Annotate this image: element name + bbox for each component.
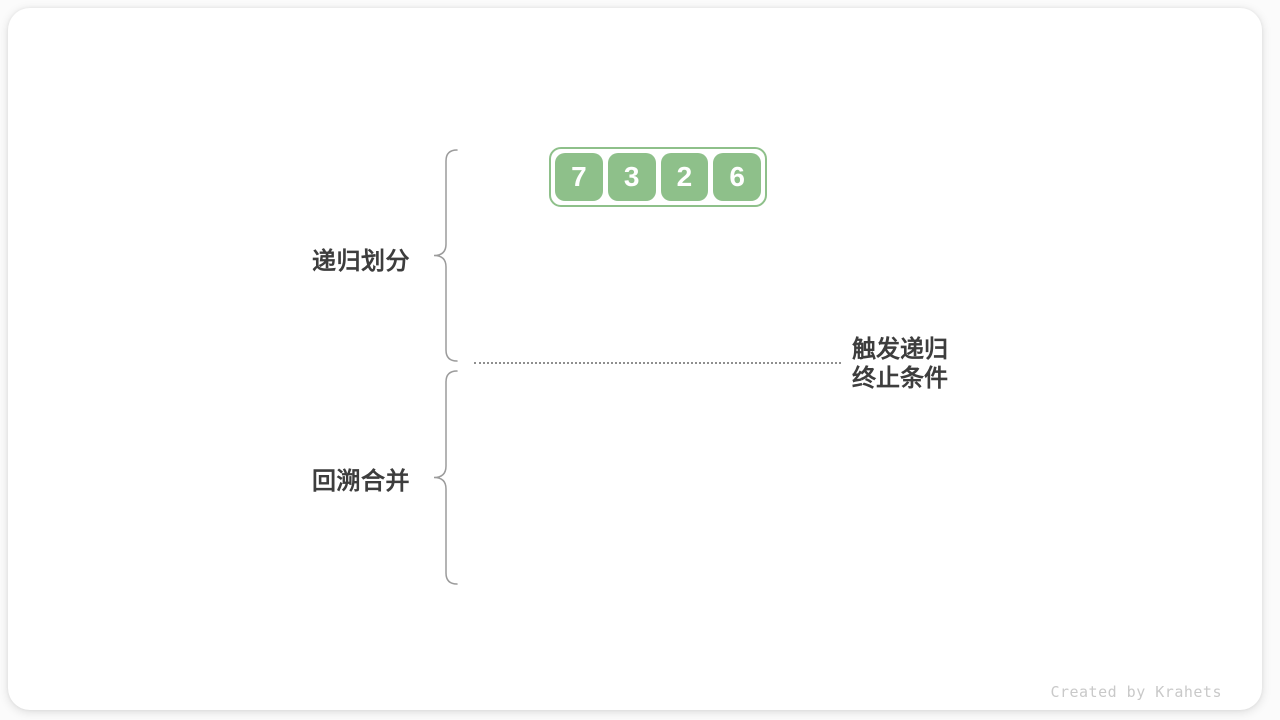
annotation-line2: 终止条件 xyxy=(852,365,948,392)
dotted-separator-line xyxy=(474,362,841,364)
array-container: 7 3 2 6 xyxy=(549,147,767,207)
diagram-card: 7 3 2 6 递归划分 回溯合并 触发递归 终止条件 Created by K… xyxy=(8,8,1262,710)
watermark-text: Created by Krahets xyxy=(1050,683,1222,701)
brace-merge-icon xyxy=(433,370,458,585)
array-cell: 7 xyxy=(555,153,603,201)
brace-divide-icon xyxy=(433,149,458,362)
array-cell: 3 xyxy=(607,153,656,201)
annotation-line1: 触发递归 xyxy=(852,336,948,363)
array-cell: 6 xyxy=(713,153,761,201)
label-backtrack-merge: 回溯合并 xyxy=(312,468,410,495)
curly-braces xyxy=(433,149,458,585)
label-recursive-divide: 递归划分 xyxy=(312,248,410,275)
array-cell: 2 xyxy=(660,153,709,201)
annotation-base-case: 触发递归 终止条件 xyxy=(852,335,948,393)
